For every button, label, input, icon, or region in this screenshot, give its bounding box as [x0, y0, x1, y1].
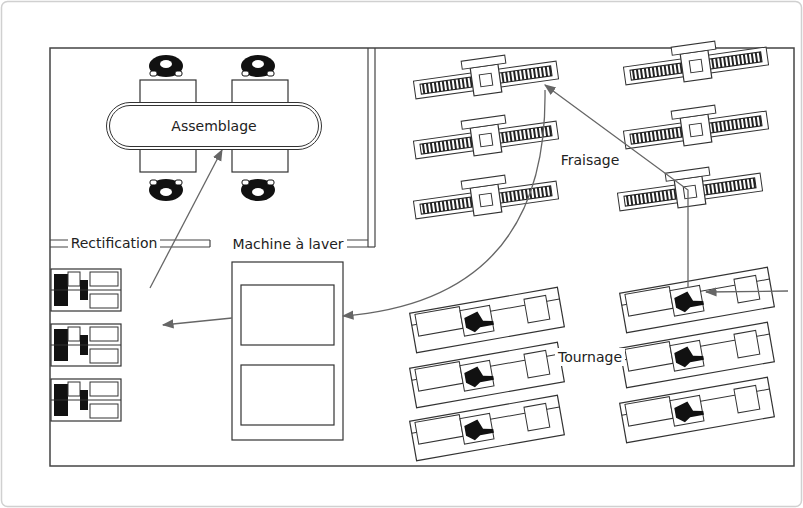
flow-arrow — [150, 150, 222, 288]
grinding-area: Rectification — [48, 230, 168, 440]
milling-area: Fraisage — [420, 38, 780, 233]
area-label: Fraisage — [558, 151, 623, 169]
flow-arrow — [163, 318, 232, 325]
area-label: Rectification — [68, 234, 161, 252]
washing-machine: Machine à laver — [213, 232, 363, 444]
station-label: Assemblage — [168, 117, 259, 135]
area-label: Machine à laver — [229, 235, 346, 253]
area-label: Tournage — [555, 348, 625, 366]
turning-area: Tournage — [405, 265, 780, 465]
assembly-station: Assemblage — [106, 102, 322, 150]
flow-arrow — [545, 85, 688, 288]
flow-arrow — [343, 90, 545, 316]
